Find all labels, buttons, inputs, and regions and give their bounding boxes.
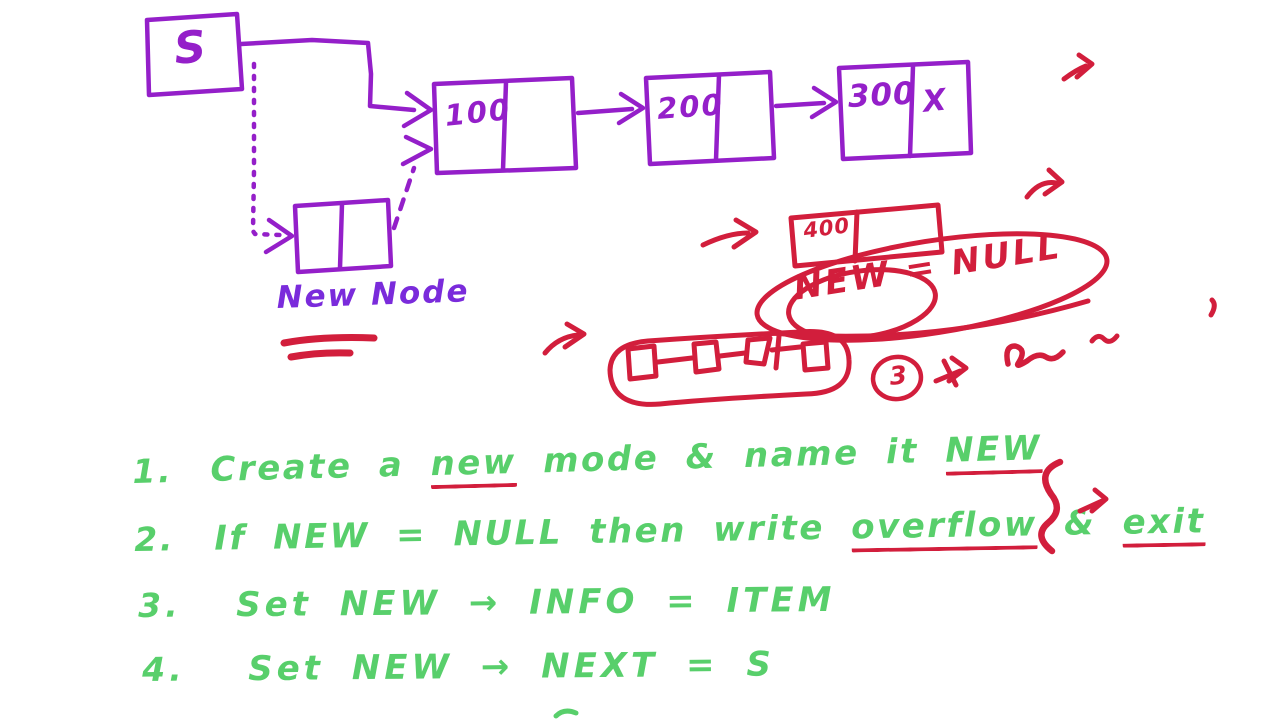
chain-box-4 [800, 339, 831, 373]
new-node-box [292, 197, 394, 275]
arrowhead-icon [1042, 167, 1065, 197]
algorithm-step-4: 4. Set NEW → NEXT = S [142, 644, 775, 690]
tilde-mark [1089, 333, 1120, 344]
oval-around-chain [607, 329, 852, 407]
step-text-segment: Set NEW → NEXT = S [247, 644, 776, 690]
step-text: Create a new mode & name it NEW [209, 428, 1043, 490]
algorithm-step-3: 3. Set NEW → INFO = ITEM [138, 580, 836, 626]
comma-mark [1208, 297, 1217, 318]
underlined-word: NEW [944, 428, 1043, 476]
red-node-divider [852, 209, 860, 264]
step-text: Set NEW → NEXT = S [248, 644, 775, 689]
arrowhead-icon [400, 134, 434, 167]
algorithm-step-2: 2. If NEW = NULL then write overflow & e… [134, 501, 1206, 560]
step-text-segment: Set NEW → INFO = ITEM [235, 579, 836, 626]
arrowhead-icon [263, 217, 295, 255]
step-number: 2. [134, 519, 176, 559]
underlined-word: overflow [850, 504, 1039, 553]
red-arrow-icon [933, 358, 963, 388]
new-node-divider [337, 201, 345, 271]
chain-link-dash [717, 350, 748, 359]
red-arrow-icon [1061, 63, 1089, 82]
arrow-node2-to-node3 [773, 100, 827, 109]
extra-underline-arc [769, 298, 1091, 339]
dashed-line-s-to-new-node [250, 61, 284, 238]
node1-info-label: 100 [443, 92, 513, 133]
step-text: Set NEW → INFO = ITEM [236, 580, 836, 625]
step-text-segment: Create a [209, 444, 432, 490]
scribble-icon [1004, 343, 1066, 368]
arrow-node1-to-node2 [575, 106, 635, 116]
chain-link-dash [655, 355, 695, 365]
red-arrow-icon [542, 332, 581, 356]
red-arrow-icon [1024, 180, 1059, 200]
dashed-line-new-node-to-node1 [391, 165, 417, 231]
step-number: 3. [138, 585, 182, 625]
arrowhead-icon [562, 321, 587, 350]
arrowhead-icon [946, 355, 969, 384]
arrowhead-icon [616, 91, 646, 126]
red-node-info-label: 400 [802, 213, 852, 243]
node3-info-label: 300 [847, 75, 917, 115]
node3-next-null-label: X [921, 82, 948, 120]
pointer-line-s-to-node1 [238, 37, 417, 113]
step-text-segment: If NEW = NULL then write [213, 507, 852, 559]
step-number: 1. [132, 450, 174, 491]
algorithm-step-1: 1. Create a new mode & name it NEW [132, 428, 1043, 492]
node2-info-label: 200 [656, 87, 725, 126]
chain-box-3 [743, 335, 773, 367]
equals-mark-under-new-node [280, 334, 378, 361]
start-pointer-label: S [172, 21, 210, 75]
arrowhead-icon [731, 217, 759, 250]
step-number: 4. [142, 649, 186, 689]
step-text: If NEW = NULL then write overflow & exit [213, 501, 1206, 559]
chain-link-dash [769, 344, 803, 353]
new-node-caption: New Node [276, 273, 470, 316]
underlined-word: new [430, 441, 518, 490]
chain-plus-mark [773, 333, 782, 371]
arrowhead-icon [1074, 52, 1095, 80]
step-text-segment: mode & name it [516, 430, 946, 482]
chain-box-2 [691, 339, 722, 375]
arrowhead-icon [809, 85, 839, 120]
arrowhead-icon [401, 90, 434, 129]
red-arrow-icon [700, 230, 751, 248]
step-text-segment: & [1037, 502, 1123, 545]
cutoff-next-line-mark [553, 708, 579, 719]
underlined-word: exit [1122, 501, 1206, 548]
chain-box-1 [625, 343, 659, 382]
circled-step-number: 3 [888, 360, 909, 391]
